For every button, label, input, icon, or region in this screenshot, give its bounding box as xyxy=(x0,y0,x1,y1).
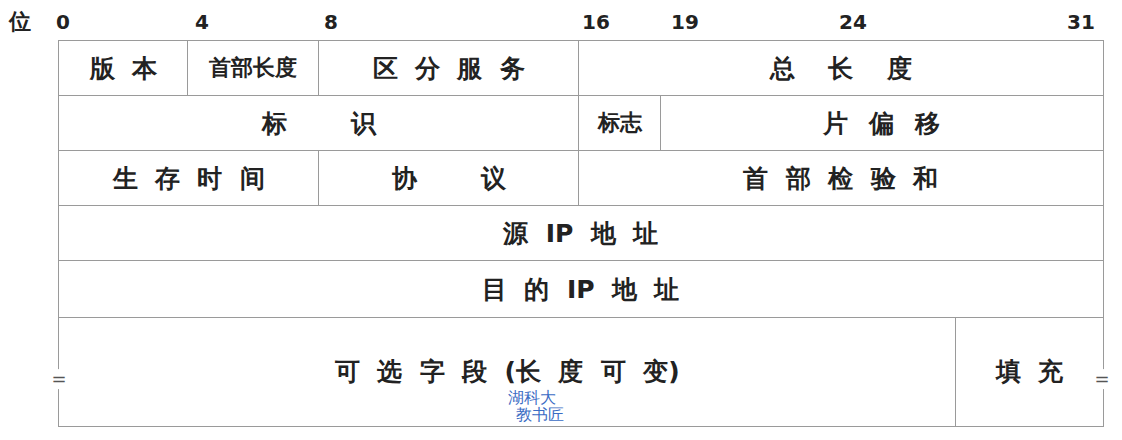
header-field: 首部长度 xyxy=(187,40,320,97)
field-name: 标志 xyxy=(598,111,642,135)
header-field: 标志 xyxy=(578,95,662,152)
break-mark: = xyxy=(1092,369,1111,389)
field-name: 首 部 检 验 和 xyxy=(743,165,938,193)
header-field: 可 选 字 段 (长 度 可 变) xyxy=(58,317,957,427)
header-field: 生 存 时 间 xyxy=(58,150,320,207)
field-name: 片 偏 移 xyxy=(823,110,940,138)
bit-number: 31 xyxy=(1067,11,1095,33)
field-name: 首部长度 xyxy=(209,56,297,80)
field-name: 源 IP 地 址 xyxy=(503,220,658,248)
header-field: 版 本 xyxy=(58,40,189,97)
field-name: 总 长 度 xyxy=(770,55,912,83)
axis-label: 位 xyxy=(9,10,31,34)
watermark: 教书匠 xyxy=(516,406,564,424)
field-name: 目 的 IP 地 址 xyxy=(482,276,679,304)
bit-number: 19 xyxy=(671,11,699,33)
field-name: 协 议 xyxy=(392,165,506,193)
field-name: 区 分 服 务 xyxy=(373,55,525,83)
bit-number: 24 xyxy=(839,11,867,33)
watermark: 湖科大 xyxy=(508,389,556,407)
header-field: 填 充 xyxy=(955,317,1104,427)
header-field: 片 偏 移 xyxy=(660,95,1104,152)
field-name: 版 本 xyxy=(90,55,157,83)
field-name: 填 充 xyxy=(996,358,1063,386)
header-field: 首 部 检 验 和 xyxy=(578,150,1104,207)
bit-number: 0 xyxy=(56,11,70,33)
header-field: 源 IP 地 址 xyxy=(58,205,1104,262)
field-name: 标 识 xyxy=(262,110,376,138)
bit-number: 8 xyxy=(324,11,338,33)
field-name: 生 存 时 间 xyxy=(113,165,265,193)
break-mark: = xyxy=(49,369,68,389)
header-field: 总 长 度 xyxy=(578,40,1104,97)
header-field: 协 议 xyxy=(318,150,580,207)
header-field: 标 识 xyxy=(58,95,580,152)
bit-number: 4 xyxy=(195,11,209,33)
bit-number: 16 xyxy=(582,11,610,33)
header-field: 区 分 服 务 xyxy=(318,40,580,97)
header-field: 目 的 IP 地 址 xyxy=(58,260,1104,319)
field-name: 可 选 字 段 (长 度 可 变) xyxy=(335,358,680,386)
